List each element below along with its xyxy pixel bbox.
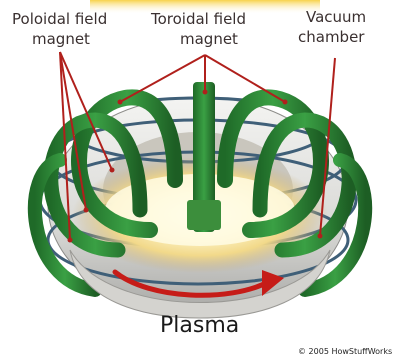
poloidal-label-line1: Poloidal field: [12, 10, 107, 28]
toroidal-label-line1: Toroidal field: [150, 10, 246, 28]
plasma-label: Plasma: [160, 313, 239, 338]
central-post-base: [187, 200, 221, 230]
vacuum-label-line1: Vacuum: [306, 8, 366, 26]
toroidal-label-line2: magnet: [180, 30, 238, 48]
poloidal-label-line2: magnet: [32, 30, 90, 48]
vacuum-label-line2: chamber: [298, 28, 365, 46]
copyright-text: © 2005 HowStuffWorks: [298, 347, 392, 356]
